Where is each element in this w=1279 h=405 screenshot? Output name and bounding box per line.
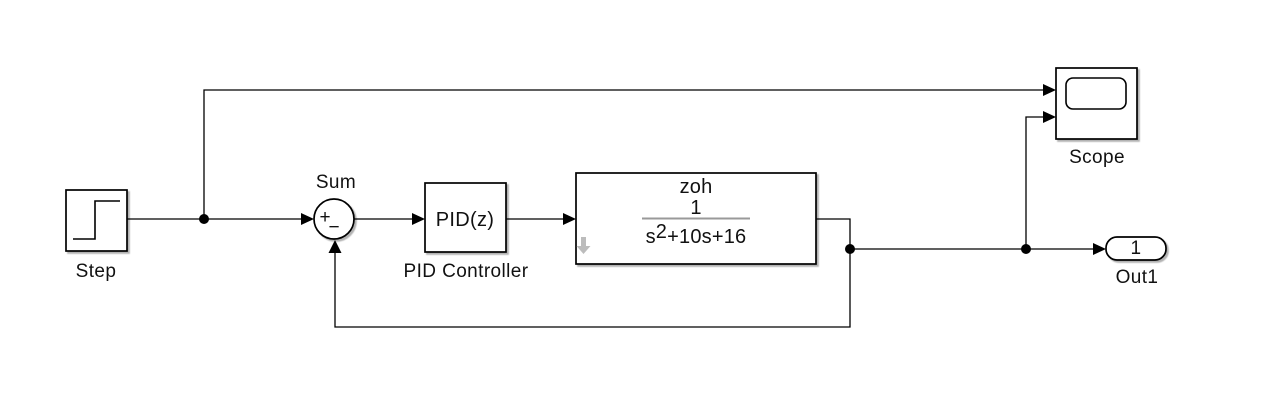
wire-arrowhead — [1043, 111, 1056, 123]
sum-block[interactable]: + − Sum — [313, 172, 356, 240]
wire-arrowhead — [1043, 84, 1056, 96]
scope-block[interactable]: Scope — [1055, 67, 1138, 168]
wire-arrowhead — [412, 213, 425, 225]
rate-transition-down-arrow-icon — [576, 237, 591, 254]
wire-segment[interactable] — [334, 218, 851, 328]
step-block-body[interactable] — [65, 189, 128, 252]
pid-display-text: PID(z) — [436, 209, 494, 231]
wire-step-to-sum[interactable] — [127, 213, 314, 225]
out1-block-body[interactable] — [1105, 236, 1167, 261]
wire-segment[interactable] — [1025, 116, 1043, 249]
pid-controller-label[interactable]: PID Controller — [404, 261, 529, 282]
denominator-tail: +10s+16 — [667, 226, 746, 248]
out1-label[interactable]: Out1 — [1116, 267, 1159, 288]
sum-block-body[interactable] — [313, 198, 355, 240]
sum-minus-sign: − — [328, 217, 339, 238]
wire-plant-feedback-to-sum[interactable] — [328, 218, 851, 328]
step-block[interactable]: Step — [65, 189, 128, 282]
wire-arrowhead — [563, 213, 576, 225]
wire-segment[interactable] — [203, 89, 1043, 219]
wire-arrowhead — [328, 240, 342, 253]
wire-sum-to-pid[interactable] — [354, 213, 425, 225]
wire-step-to-scope[interactable] — [203, 84, 1056, 219]
step-signal-icon — [73, 200, 120, 240]
scope-display-icon — [1065, 77, 1127, 110]
zoh-method-text: zoh — [680, 176, 713, 198]
numerator-text: 1 — [690, 197, 701, 219]
out1-port-number: 1 — [1131, 238, 1142, 259]
wire-plant-to-out1[interactable] — [845, 243, 1106, 255]
wire-out1-branch-to-scope[interactable] — [1021, 111, 1056, 254]
scope-label[interactable]: Scope — [1069, 147, 1125, 168]
step-label[interactable]: Step — [76, 261, 117, 282]
pid-block-body[interactable] — [424, 182, 507, 253]
branch-point-dot — [199, 214, 209, 224]
sum-plus-sign: + — [319, 207, 330, 228]
branch-point-dot — [1021, 244, 1031, 254]
wire-pid-to-plant[interactable] — [506, 213, 576, 225]
pid-controller-block[interactable]: PID(z) PID Controller — [404, 182, 529, 282]
wire-arrowhead — [1093, 243, 1106, 255]
denominator-exponent: 2 — [656, 221, 667, 243]
denominator-text: s2+10s+16 — [646, 221, 747, 248]
denominator-base: s — [646, 226, 656, 248]
wire-arrowhead — [301, 213, 314, 225]
out1-block[interactable]: 1 Out1 — [1105, 236, 1167, 288]
sum-label[interactable]: Sum — [316, 172, 356, 193]
transfer-function-block[interactable]: zoh 1 s2+10s+16 — [575, 172, 817, 265]
branch-point-dot — [845, 244, 855, 254]
